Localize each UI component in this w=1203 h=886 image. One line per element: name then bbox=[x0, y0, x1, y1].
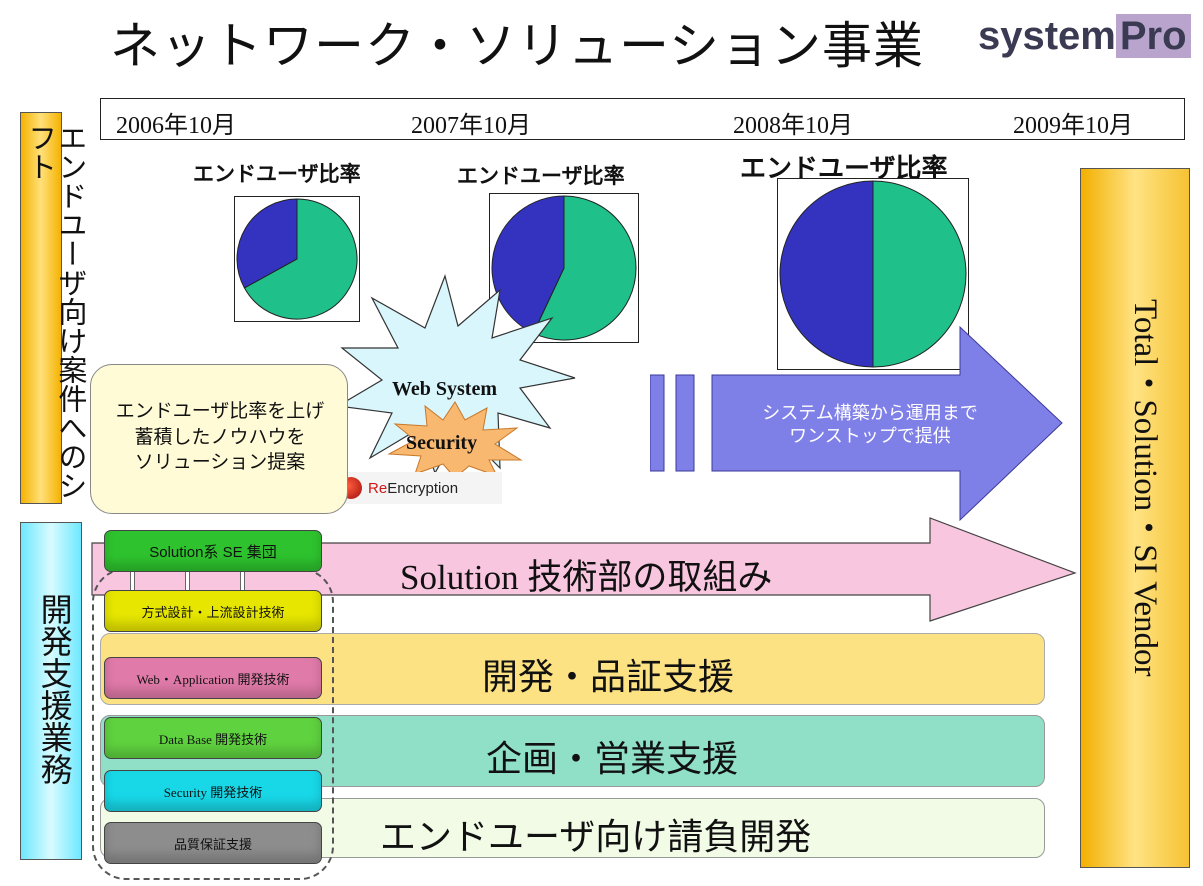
logo-system-text: system bbox=[978, 14, 1116, 58]
pie-frame-2008 bbox=[777, 178, 969, 370]
callout-line-3: ソリューション提案 bbox=[134, 451, 306, 474]
reencryption-re: Re bbox=[368, 479, 388, 497]
left-scroll-shift-text: エンドユーザ向け案件へのシフト bbox=[23, 123, 88, 500]
pie-chart-2007 bbox=[491, 195, 637, 341]
btn-quality-assurance: 品質保証支援 bbox=[104, 822, 322, 864]
big-arrow-text: システム構築から運用まで ワンストップで提供 bbox=[730, 402, 1010, 449]
band-end-user-contract-dev-text: エンドユーザ向け請負開発 bbox=[380, 817, 812, 858]
pie-label-2006: エンドユーザ比率 bbox=[193, 162, 361, 186]
security-text: Security bbox=[406, 432, 478, 454]
btn-solution-se-group: Solution系 SE 集団 bbox=[104, 530, 322, 572]
pie-chart-2006 bbox=[236, 198, 358, 320]
callout-line-1: エンドユーザ比率を上げ bbox=[115, 400, 325, 422]
timeline-2008: 2008年10月 bbox=[733, 113, 853, 139]
pie-slice-end-user bbox=[491, 195, 565, 334]
pie-label-2007: エンドユーザ比率 bbox=[457, 164, 625, 188]
btn-security-dev: Security 開発技術 bbox=[104, 770, 322, 812]
big-arrow-line-2: ワンストップで提供 bbox=[789, 426, 951, 448]
timeline-2006: 2006年10月 bbox=[116, 113, 236, 139]
left-scroll-dev-support: 開発支援業務 bbox=[20, 522, 82, 860]
band-dev-qa-support-text: 開発・品証支援 bbox=[482, 657, 735, 698]
security-burst bbox=[387, 401, 523, 478]
timeline-2009: 2009年10月 bbox=[1013, 113, 1133, 139]
pie-chart-2008 bbox=[779, 180, 967, 368]
left-scroll-shift: エンドユーザ向け案件へのシフト bbox=[20, 112, 88, 504]
timeline-bar: 2006年10月 2007年10月 2008年10月 2009年10月 bbox=[100, 98, 1185, 140]
pie-slice-other bbox=[243, 198, 358, 320]
right-scroll-vendor-text: Total・Solution・SI Vendor bbox=[1127, 299, 1163, 677]
pie-frame-2006 bbox=[234, 196, 360, 322]
web-system-text: Web System bbox=[392, 378, 497, 400]
pie-frame-2007 bbox=[489, 193, 639, 343]
solution-arrow-text: Solution 技術部の取組み bbox=[400, 558, 773, 597]
big-blue-arrow bbox=[650, 325, 1063, 522]
band-planning-sales-support-text: 企画・営業支援 bbox=[486, 739, 739, 780]
pie-slice-other bbox=[532, 195, 637, 341]
btn-web-application-dev: Web・Application 開発技術 bbox=[104, 657, 322, 699]
arrow-bar-2 bbox=[675, 374, 695, 472]
big-arrow-line-1: システム構築から運用まで bbox=[762, 403, 978, 424]
arrow-body bbox=[711, 325, 1063, 522]
page-title: ネットワーク・ソリューション事業 bbox=[110, 17, 924, 75]
reencryption-encryption: Encryption bbox=[387, 479, 459, 497]
timeline-2007: 2007年10月 bbox=[411, 113, 531, 139]
left-scroll-dev-support-text: 開発支援業務 bbox=[35, 593, 74, 785]
callout-line-2: 蓄積したノウハウを bbox=[134, 425, 306, 448]
btn-database-dev: Data Base 開発技術 bbox=[104, 717, 322, 759]
btn-architecture-design: 方式設計・上流設計技術 bbox=[104, 590, 322, 632]
right-scroll-vendor: Total・Solution・SI Vendor bbox=[1080, 168, 1190, 868]
pie-slice-end-user bbox=[236, 198, 298, 289]
logo-pro-text: Pro bbox=[1115, 14, 1191, 58]
arrow-bar-1 bbox=[650, 374, 665, 472]
reencryption-logo: ReEncryption bbox=[332, 472, 502, 504]
pie-slice-other bbox=[872, 180, 967, 368]
callout-box: エンドユーザ比率を上げ 蓄積したノウハウを ソリューション提案 bbox=[90, 364, 348, 514]
pie-slice-end-user bbox=[779, 180, 874, 368]
